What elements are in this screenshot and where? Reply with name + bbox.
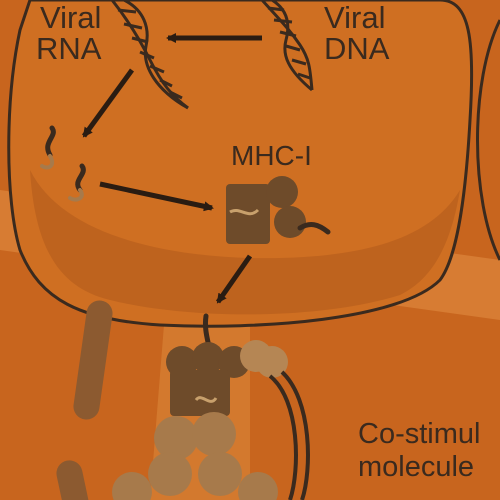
viral-dna-helix-icon: [260, 0, 314, 92]
label-viral-dna: Viral DNA: [324, 0, 390, 66]
neighbour-cell-edge: [476, 19, 500, 261]
membrane-rod: [73, 300, 113, 420]
mhc-protein-icon: [226, 176, 331, 244]
peptide-fragments: [40, 125, 86, 202]
co-stimulatory-molecule: [240, 340, 310, 500]
viral-rna-helix-icon: [110, 0, 189, 110]
arrow-mhc-to-surface: [215, 254, 253, 304]
cell-rim: [30, 170, 460, 315]
membrane-rod: [56, 460, 90, 500]
label-viral-rna: Viral RNA: [36, 0, 102, 66]
label-co-stimulatory: Co-stimul molecule: [358, 418, 481, 484]
surface-mhc-protein-icon: [166, 313, 250, 416]
label-mhc-i: MHC-I: [231, 140, 312, 171]
arrow-rna-to-fragments: [81, 68, 135, 138]
arrow-fragments-to-mhc: [99, 181, 214, 212]
t-cell-receptor-icon: [112, 412, 278, 500]
